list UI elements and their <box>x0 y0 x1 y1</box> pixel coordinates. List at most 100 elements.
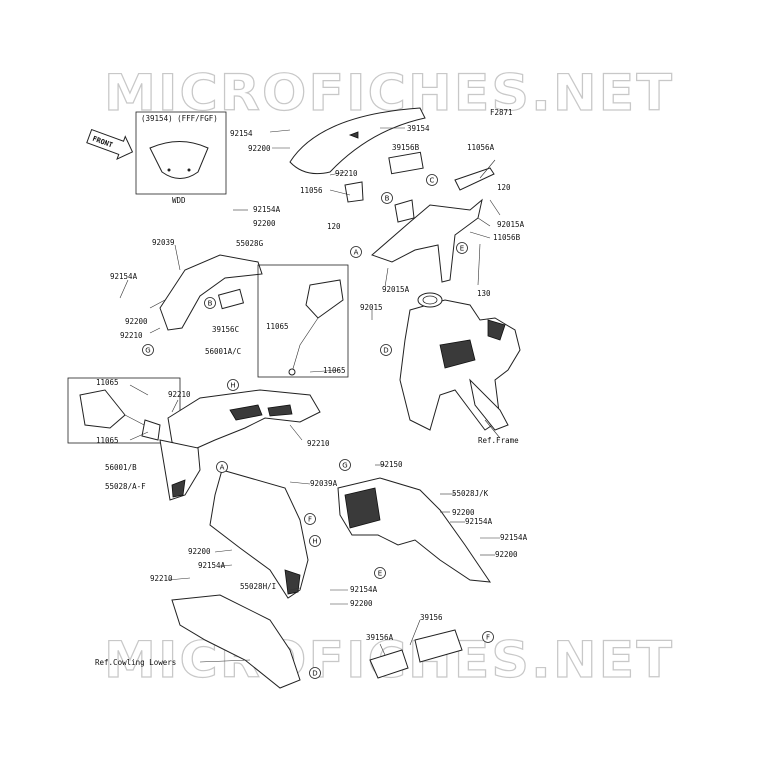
mirror-left <box>67 377 181 444</box>
side-panel-left <box>159 439 201 501</box>
part-number-label: 92015 <box>360 303 383 312</box>
part-number-label: 39156B <box>392 143 420 152</box>
side-fairing-55028H-I <box>209 469 309 599</box>
callout-letter: F <box>486 634 490 642</box>
pad-39156C <box>217 288 245 310</box>
callout-letter: G <box>145 347 150 355</box>
part-number-label: 92200 <box>248 144 271 153</box>
part-number-label: 92039 <box>152 238 175 247</box>
callout-letter: B <box>385 195 390 203</box>
bracket-B-mount <box>394 199 415 223</box>
callout-marker: H <box>227 379 239 391</box>
windshield <box>289 107 426 175</box>
callout-letter: H <box>312 538 317 546</box>
part-number-label: 92200 <box>253 219 276 228</box>
part-number-label: 92154A <box>110 272 138 281</box>
part-number-label: 55028H/I <box>240 582 276 591</box>
part-number-label: 120 <box>327 222 341 231</box>
part-number-label: 92154A <box>198 561 226 570</box>
mirror-right <box>257 264 349 378</box>
figure-code: F2871 <box>490 108 513 117</box>
part-number-label: 56001/B <box>105 463 137 472</box>
callout-markers: C B A E B G D H A G F H E F D <box>142 174 494 679</box>
part-number-label: 92200 <box>495 550 518 559</box>
part-number-label: 92200 <box>350 599 373 608</box>
part-number-label: 11065 <box>323 366 346 375</box>
lower-cowling <box>171 594 301 689</box>
callout-marker: B <box>204 297 216 309</box>
callout-marker: F <box>304 513 316 525</box>
part-number-label: 55028/A-F <box>105 482 146 491</box>
callout-letter: H <box>230 382 235 390</box>
windshield-shadow <box>348 131 359 139</box>
part-number-label: 92150 <box>380 460 403 469</box>
part-number-label: 130 <box>477 289 491 298</box>
callout-marker: A <box>350 246 362 258</box>
part-number-label: 11065 <box>96 436 119 445</box>
upper-cowl-center <box>167 389 321 453</box>
part-number-label: 39156A <box>366 633 394 642</box>
callout-letter: A <box>220 464 225 472</box>
part-number-label: 92154 <box>230 129 253 138</box>
bracket-11056A <box>454 167 495 191</box>
part-number-label: 39156C <box>212 325 239 334</box>
part-number-label: 11056 <box>300 186 323 195</box>
part-number-label: 39154 <box>407 124 430 133</box>
callout-marker: D <box>380 344 392 356</box>
part-number-label: 11056B <box>493 233 521 242</box>
pad-39156A <box>369 649 409 679</box>
part-number-label: 92210 <box>168 390 191 399</box>
callout-letter: D <box>383 347 388 355</box>
callout-letter: C <box>430 177 435 185</box>
stay-bracket-11056B <box>371 198 483 283</box>
callout-letter: E <box>460 245 464 253</box>
frame-section <box>399 292 521 431</box>
inner-panel-shade <box>344 487 381 529</box>
part-number-label: 92200 <box>188 547 211 556</box>
callout-marker: E <box>374 567 386 579</box>
callout-marker: C <box>426 174 438 186</box>
part-number-label: 92210 <box>150 574 173 583</box>
callout-marker: A <box>216 461 228 473</box>
callout-marker: B <box>381 192 393 204</box>
part-number-label: 39156 <box>420 613 443 622</box>
part-number-label: 92210 <box>120 331 143 340</box>
leader-lines <box>119 127 501 663</box>
bracket-11056 <box>344 181 364 203</box>
part-number-label: 92154A <box>350 585 378 594</box>
part-number-label: 11065 <box>266 322 289 331</box>
callout-marker: H <box>309 535 321 547</box>
callout-marker: G <box>339 459 351 471</box>
part-number-label: 55028G <box>236 239 264 248</box>
callout-marker: E <box>456 242 468 254</box>
part-number-label: 56001A/C <box>205 347 241 356</box>
inner-panel-55028G <box>159 254 263 331</box>
callout-marker: F <box>482 631 494 643</box>
part-number-label: 92154A <box>253 205 281 214</box>
part-number-label: 11056A <box>467 143 495 152</box>
callout-letter: F <box>308 516 312 524</box>
callout-letter: E <box>378 570 382 578</box>
inset-windshield <box>149 141 209 179</box>
callout-letter: D <box>312 670 317 678</box>
inset-title: (39154) (FFF/FGF) <box>141 114 218 123</box>
part-number-label: 92154A <box>500 533 528 542</box>
callout-letter: B <box>208 300 213 308</box>
part-number-label: 55028J/K <box>452 489 489 498</box>
ref-cowling-label: Ref.Cowling Lowers <box>95 658 176 667</box>
side-panel-left-shade <box>171 479 186 498</box>
ref-frame-label: Ref.Frame <box>478 436 519 445</box>
part-number-label: 92200 <box>452 508 475 517</box>
part-number-label: 92210 <box>307 439 330 448</box>
callout-marker: G <box>142 344 154 356</box>
cowl-vent-1 <box>229 404 263 421</box>
part-number-label: 92015A <box>497 220 525 229</box>
part-number-label: 92210 <box>335 169 358 178</box>
callout-marker: D <box>309 667 321 679</box>
part-number-label: 92039A <box>310 479 338 488</box>
pad-39156B <box>388 151 424 175</box>
inset-variant-box: (39154) (FFF/FGF) WDD <box>135 111 227 205</box>
part-number-label: 11065 <box>96 378 119 387</box>
